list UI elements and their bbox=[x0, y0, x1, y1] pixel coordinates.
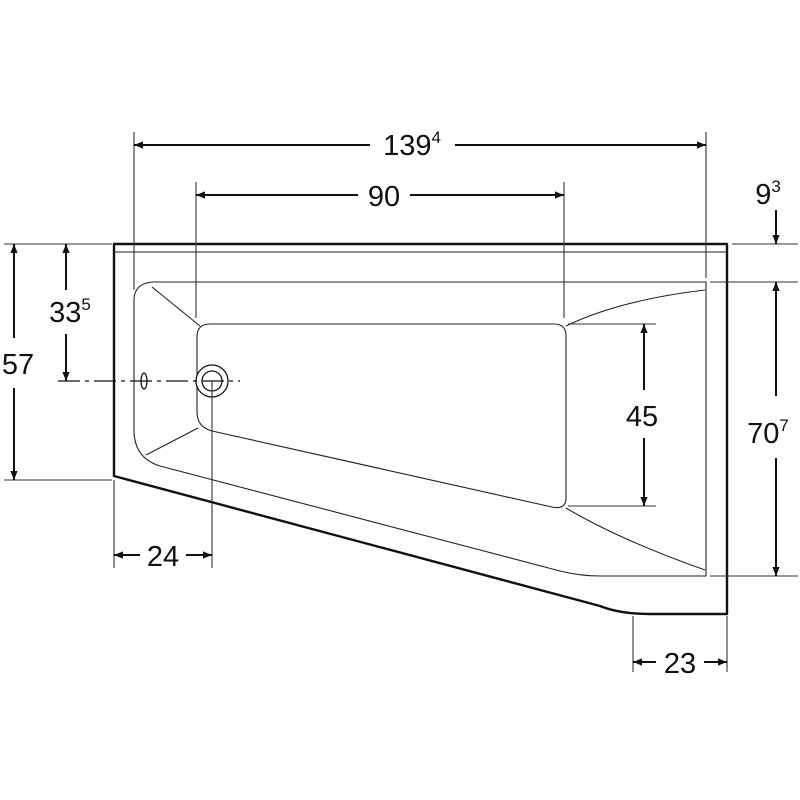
dimension-drain-offset-vertical-sup: 5 bbox=[81, 295, 90, 314]
dimension-rim-depth-sup: 3 bbox=[771, 177, 780, 196]
extension-lines bbox=[4, 132, 798, 672]
dimension-overall-length-sup: 4 bbox=[431, 128, 440, 147]
basin-inner-edge bbox=[133, 281, 707, 577]
svg-text:707: 707 bbox=[747, 416, 789, 450]
dimension-long-side-width-value: 70 bbox=[747, 418, 779, 450]
dimension-overall-length: 1394 bbox=[134, 128, 706, 162]
dimension-drain-offset-horizontal: 24 bbox=[114, 541, 212, 573]
dimension-inner-length-value: 90 bbox=[368, 181, 400, 213]
bathtub-outline bbox=[112, 242, 729, 616]
dimension-long-side-width: 707 bbox=[747, 282, 789, 576]
dimension-inner-length: 90 bbox=[196, 181, 564, 213]
svg-text:335: 335 bbox=[49, 295, 91, 329]
dimension-drain-offset-horizontal-value: 24 bbox=[147, 541, 179, 573]
svg-text:1394: 1394 bbox=[383, 128, 441, 162]
dimension-short-side-width-value: 57 bbox=[2, 349, 34, 381]
dimension-corner-width: 23 bbox=[633, 648, 727, 680]
dimension-inner-width: 45 bbox=[626, 324, 658, 506]
dimension-short-side-width: 57 bbox=[2, 244, 34, 480]
dimension-drain-offset-vertical-value: 33 bbox=[49, 297, 81, 329]
basin-slope-lines bbox=[145, 286, 706, 571]
dimension-inner-width-value: 45 bbox=[626, 401, 658, 433]
dimension-overall-length-value: 139 bbox=[383, 130, 431, 162]
dimension-corner-width-value: 23 bbox=[664, 648, 696, 680]
svg-text:93: 93 bbox=[755, 177, 781, 211]
dimension-drain-offset-vertical: 335 bbox=[49, 244, 91, 381]
dimension-rim-depth-value: 9 bbox=[755, 179, 771, 211]
basin-floor bbox=[196, 323, 567, 509]
dimension-long-side-width-sup: 7 bbox=[779, 416, 788, 435]
